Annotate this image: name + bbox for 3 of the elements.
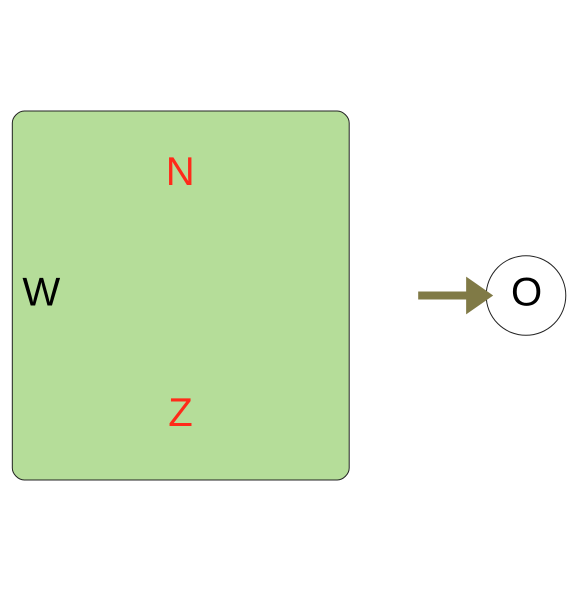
- node-circle: O: [486, 255, 566, 336]
- arrow: [418, 276, 494, 314]
- node-box: N W Z: [12, 110, 350, 480]
